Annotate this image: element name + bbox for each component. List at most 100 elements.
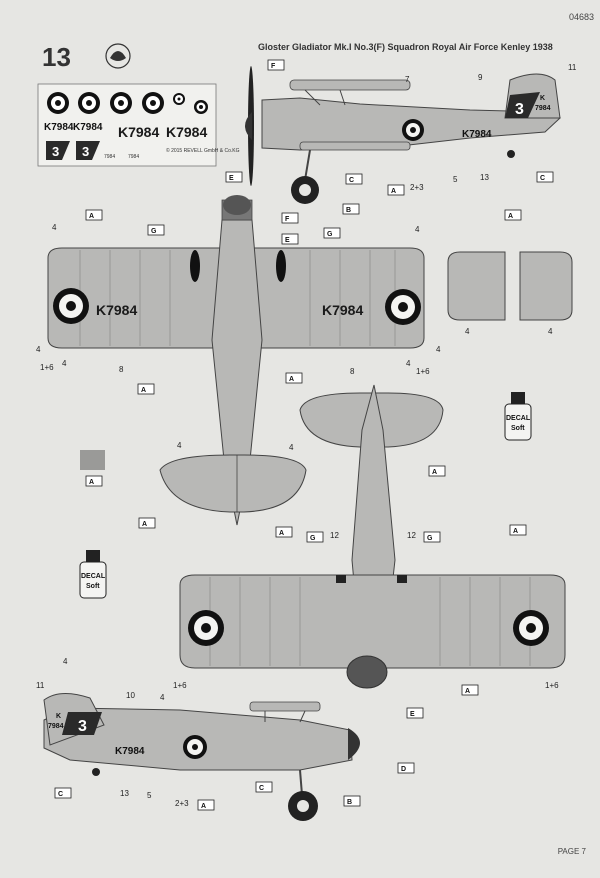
svg-text:4: 4 [289, 443, 294, 452]
fin-code-number-top: 7984 [535, 105, 551, 112]
svg-text:8: 8 [350, 367, 355, 376]
decal-bottle-line1: DECAL [506, 415, 531, 422]
fin-code-number-bottom: 7984 [48, 723, 64, 730]
decal-fin-code-2: 7984 [128, 154, 139, 160]
svg-text:4: 4 [548, 327, 553, 336]
svg-text:11: 11 [568, 63, 577, 72]
paint-box-markers: F E C B A C A F E G G A A A A A A A G G … [54, 59, 554, 811]
svg-text:4: 4 [160, 693, 165, 702]
svg-text:3: 3 [52, 144, 59, 159]
svg-text:E: E [229, 175, 234, 182]
plan-view: K7984 K7984 [47, 195, 425, 526]
decal-sheet: K7984 K7984 K7984 K7984 3 3 7984 7984 © … [37, 83, 240, 167]
svg-text:2+3: 2+3 [410, 183, 424, 192]
part-number: 04683 [568, 12, 594, 22]
svg-text:DECAL: DECAL [81, 573, 106, 580]
svg-text:4: 4 [406, 359, 411, 368]
svg-text:4: 4 [436, 345, 441, 354]
svg-text:4: 4 [415, 225, 420, 234]
side-view-bottom: 3 K 7984 K7984 [43, 693, 360, 821]
decal-serial-large-2: K7984 [166, 124, 207, 140]
svg-text:F: F [285, 216, 290, 223]
fin-number-bottom: 3 [78, 718, 87, 735]
page-number: PAGE 7 [557, 847, 586, 856]
svg-text:E: E [285, 237, 290, 244]
svg-text:F: F [271, 63, 276, 70]
decal-serial-large-1: K7984 [118, 124, 159, 140]
svg-text:A: A [513, 528, 518, 535]
decal-bottle-line2: Soft [511, 425, 525, 432]
svg-text:4: 4 [36, 345, 41, 354]
svg-text:A: A [279, 530, 284, 537]
page-title: Gloster Gladiator Mk.I No.3(F) Squadron … [258, 42, 553, 52]
svg-text:Soft: Soft [86, 583, 100, 590]
svg-text:A: A [89, 479, 94, 486]
color-swatch [80, 450, 105, 470]
fin-number-top: 3 [515, 101, 524, 118]
svg-text:1+6: 1+6 [173, 681, 187, 690]
svg-text:1+6: 1+6 [416, 367, 430, 376]
svg-text:A: A [391, 188, 396, 195]
svg-text:13: 13 [120, 789, 129, 798]
svg-text:A: A [201, 803, 206, 810]
aileron-detail [447, 251, 573, 321]
svg-text:A: A [289, 376, 294, 383]
svg-text:A: A [508, 213, 513, 220]
svg-text:E: E [410, 711, 415, 718]
svg-text:G: G [327, 231, 333, 238]
decal-copyright: © 2015 REVELL GmbH & Co.KG [166, 147, 240, 154]
svg-text:9: 9 [478, 73, 483, 82]
svg-text:12: 12 [407, 531, 416, 540]
svg-text:3: 3 [82, 144, 89, 159]
svg-text:11: 11 [36, 681, 45, 690]
svg-text:B: B [347, 799, 352, 806]
svg-text:1+6: 1+6 [40, 363, 54, 372]
svg-text:4: 4 [62, 359, 67, 368]
svg-text:10: 10 [126, 691, 135, 700]
svg-text:4: 4 [465, 327, 470, 336]
svg-text:C: C [259, 785, 264, 792]
svg-text:7: 7 [405, 75, 410, 84]
side-view-top: 3 K 7984 K7984 [245, 66, 561, 204]
svg-text:A: A [142, 521, 147, 528]
svg-text:A: A [89, 213, 94, 220]
svg-text:G: G [427, 535, 433, 542]
svg-text:5: 5 [453, 175, 458, 184]
svg-text:4: 4 [63, 657, 68, 666]
svg-text:A: A [465, 688, 470, 695]
wing-serial-right: K7984 [322, 302, 363, 318]
svg-text:A: A [432, 469, 437, 476]
decal-bottle-icon-left: DECAL Soft [79, 550, 107, 599]
side-serial-bottom: K7984 [115, 746, 145, 757]
svg-text:A: A [141, 387, 146, 394]
decal-bottle-icon: DECAL Soft [504, 392, 532, 441]
fin-code-letter-top: K [540, 95, 545, 102]
decal-fin-code: 7984 [104, 154, 115, 160]
svg-text:8: 8 [119, 365, 124, 374]
svg-text:12: 12 [330, 531, 339, 540]
svg-text:1+6: 1+6 [545, 681, 559, 690]
svg-text:G: G [151, 228, 157, 235]
side-serial-top: K7984 [462, 129, 492, 140]
svg-text:C: C [349, 177, 354, 184]
decal-serial-1: K7984 [44, 122, 74, 133]
svg-text:4: 4 [52, 223, 57, 232]
callout-numbers: 7 9 11 2+3 5 13 4 4 4 4 1+6 8 8 4 4 1+6 … [36, 63, 577, 808]
svg-text:C: C [540, 175, 545, 182]
svg-text:2+3: 2+3 [175, 799, 189, 808]
svg-text:5: 5 [147, 791, 152, 800]
svg-text:B: B [346, 207, 351, 214]
step-number: 13 [42, 42, 71, 72]
svg-text:13: 13 [480, 173, 489, 182]
squadron-emblem-icon [105, 43, 131, 69]
svg-text:G: G [310, 535, 316, 542]
decal-serial-2: K7984 [73, 122, 103, 133]
svg-text:D: D [401, 766, 406, 773]
fin-code-letter-bottom: K [56, 713, 61, 720]
underside-view [179, 384, 566, 689]
svg-text:C: C [58, 791, 63, 798]
wing-serial-left: K7984 [96, 302, 137, 318]
svg-text:4: 4 [177, 441, 182, 450]
